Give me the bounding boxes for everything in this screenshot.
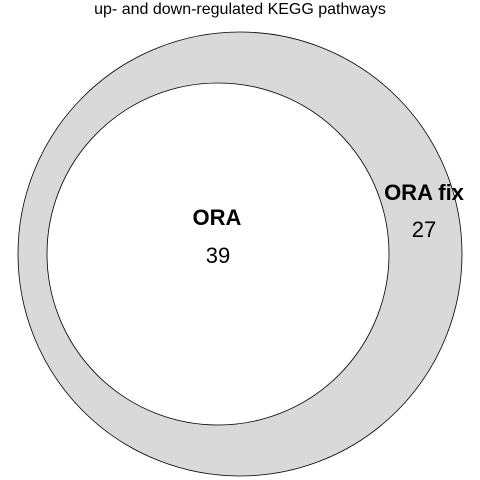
diagram-title: up- and down-regulated KEGG pathways: [94, 1, 386, 18]
ora-fix-set-label: ORA fix: [384, 180, 465, 205]
ora-fix-set-count: 27: [412, 217, 436, 242]
ora-set-label: ORA: [193, 205, 242, 230]
ora-set-circle: [46, 82, 390, 426]
ora-set-count: 39: [206, 243, 230, 268]
